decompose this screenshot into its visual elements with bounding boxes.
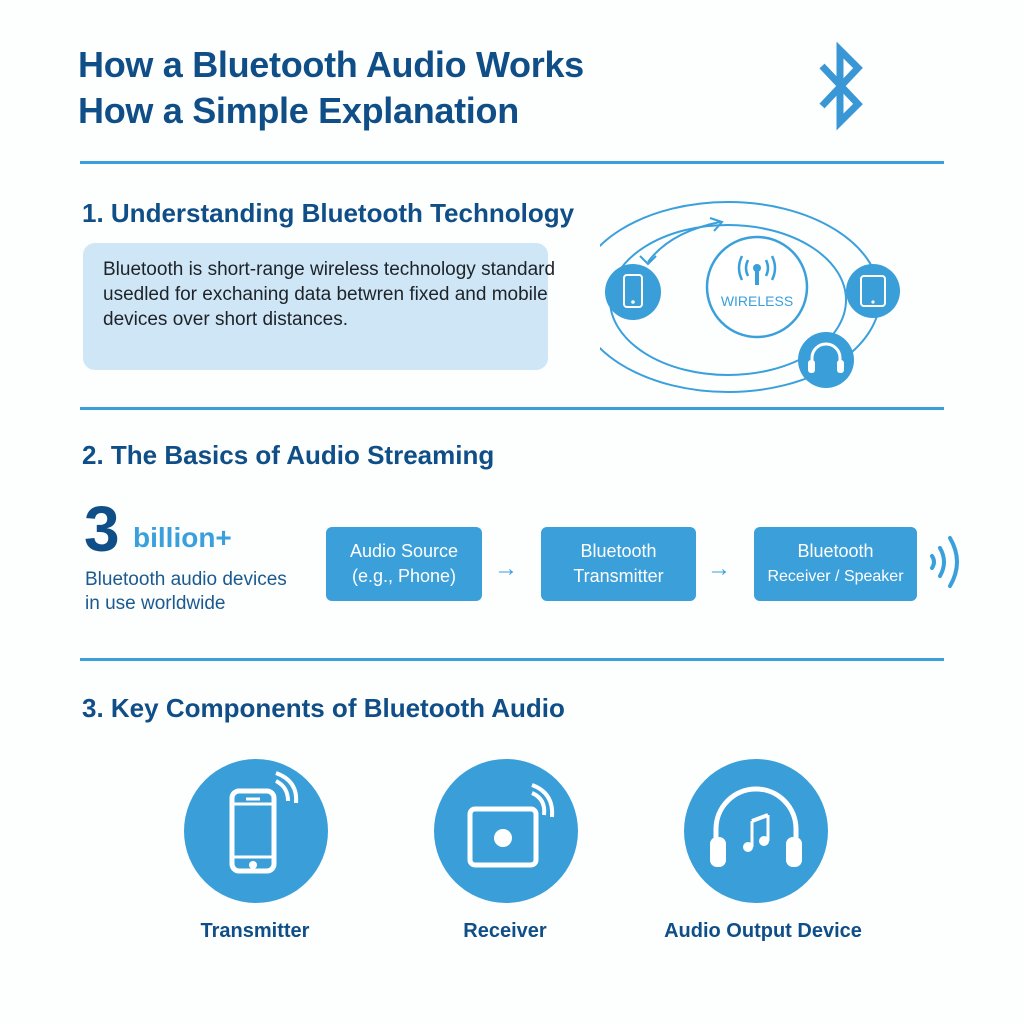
receiver-signal-icon [434, 759, 578, 903]
stat-caption-line-2: in use worldwide [85, 593, 226, 614]
headphones-music-icon [684, 759, 828, 903]
smartphone-icon [605, 264, 661, 320]
stat-caption: Bluetooth audio devices in use worldwide [85, 568, 287, 616]
section-2-heading: 2. The Basics of Audio Streaming [82, 440, 495, 470]
svg-text:WIRELESS: WIRELESS [721, 293, 793, 309]
bluetooth-icon [812, 42, 872, 132]
flow-step-label: Bluetooth [797, 541, 874, 561]
arrow-right-icon: → [494, 555, 518, 582]
flow-step-label: Audio Source [349, 541, 459, 561]
description-box: Bluetooth is short-range wireless techno… [83, 243, 555, 370]
title-line-1: How a Bluetooth Audio Works [78, 44, 584, 85]
stat-number: 3 [84, 493, 120, 565]
flow-step-transmitter: Bluetooth Transmitter [541, 527, 696, 601]
flow-step-receiver: Bluetooth Receiver / Speaker [754, 527, 917, 601]
component-label-audio-output: Audio Output Device [664, 920, 862, 942]
tablet-icon [846, 264, 900, 318]
page-title: How a Bluetooth Audio Works How a Simple… [78, 42, 584, 134]
section-1-heading: 1. Understanding Bluetooth Technology [82, 198, 575, 228]
sound-waves-icon [926, 532, 966, 592]
divider [80, 161, 944, 164]
component-label-receiver: Receiver [463, 920, 547, 942]
stat-unit: billion+ [133, 522, 232, 553]
antenna-icon [737, 255, 777, 285]
component-label-transmitter: Transmitter [200, 920, 310, 942]
flow-step-sublabel: Transmitter [573, 566, 664, 586]
title-line-2: How a Simple Explanation [78, 90, 519, 131]
smartphone-signal-icon [184, 759, 328, 903]
description-text: Bluetooth is short-range wireless techno… [103, 259, 556, 330]
flow-step-label: Bluetooth [580, 541, 657, 561]
headphones-icon [798, 332, 854, 388]
flow-step-sublabel: Receiver / Speaker [767, 568, 904, 585]
divider [80, 407, 944, 410]
section-3-heading: 3. Key Components of Bluetooth Audio [82, 693, 565, 723]
arrow-right-icon: → [707, 555, 731, 582]
flow-step-audio-source: Audio Source (e.g., Phone) [326, 527, 482, 601]
divider [80, 658, 944, 661]
flow-step-sublabel: (e.g., Phone) [351, 566, 457, 586]
stat-caption-line-1: Bluetooth audio devices [85, 569, 287, 590]
wireless-diagram: WIRELESS [600, 192, 900, 397]
